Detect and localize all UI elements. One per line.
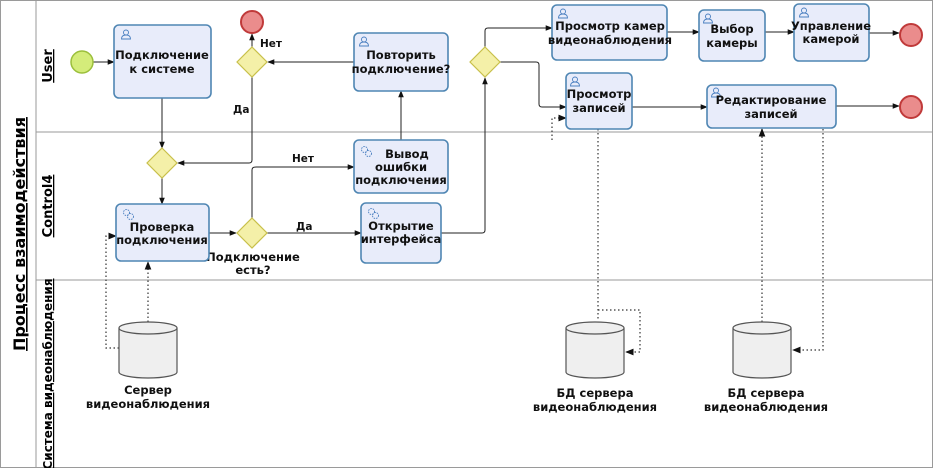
end-event[interactable]	[899, 23, 923, 47]
data-associations	[105, 114, 824, 356]
lane-label-user: User	[41, 49, 56, 83]
flow-label-yes: Да	[296, 221, 312, 233]
start-event[interactable]	[70, 50, 94, 74]
flow-label-no: Нет	[260, 38, 283, 50]
gateway-retry[interactable]	[236, 46, 268, 78]
flow-label-no: Нет	[292, 153, 315, 165]
lane-label-control4: Control4	[41, 175, 56, 238]
end-event[interactable]	[899, 95, 923, 119]
gateway-split[interactable]	[469, 46, 501, 78]
pool-title: Процесс взаимодействия	[10, 117, 29, 351]
flow-label-yes: Да	[233, 104, 249, 116]
lane-label-video-system: Система видеонаблюдения	[41, 278, 55, 468]
gateway-merge[interactable]	[146, 147, 178, 179]
sequence-flows	[93, 25, 900, 236]
gateway-connected[interactable]	[236, 217, 268, 249]
end-event[interactable]	[240, 10, 264, 34]
